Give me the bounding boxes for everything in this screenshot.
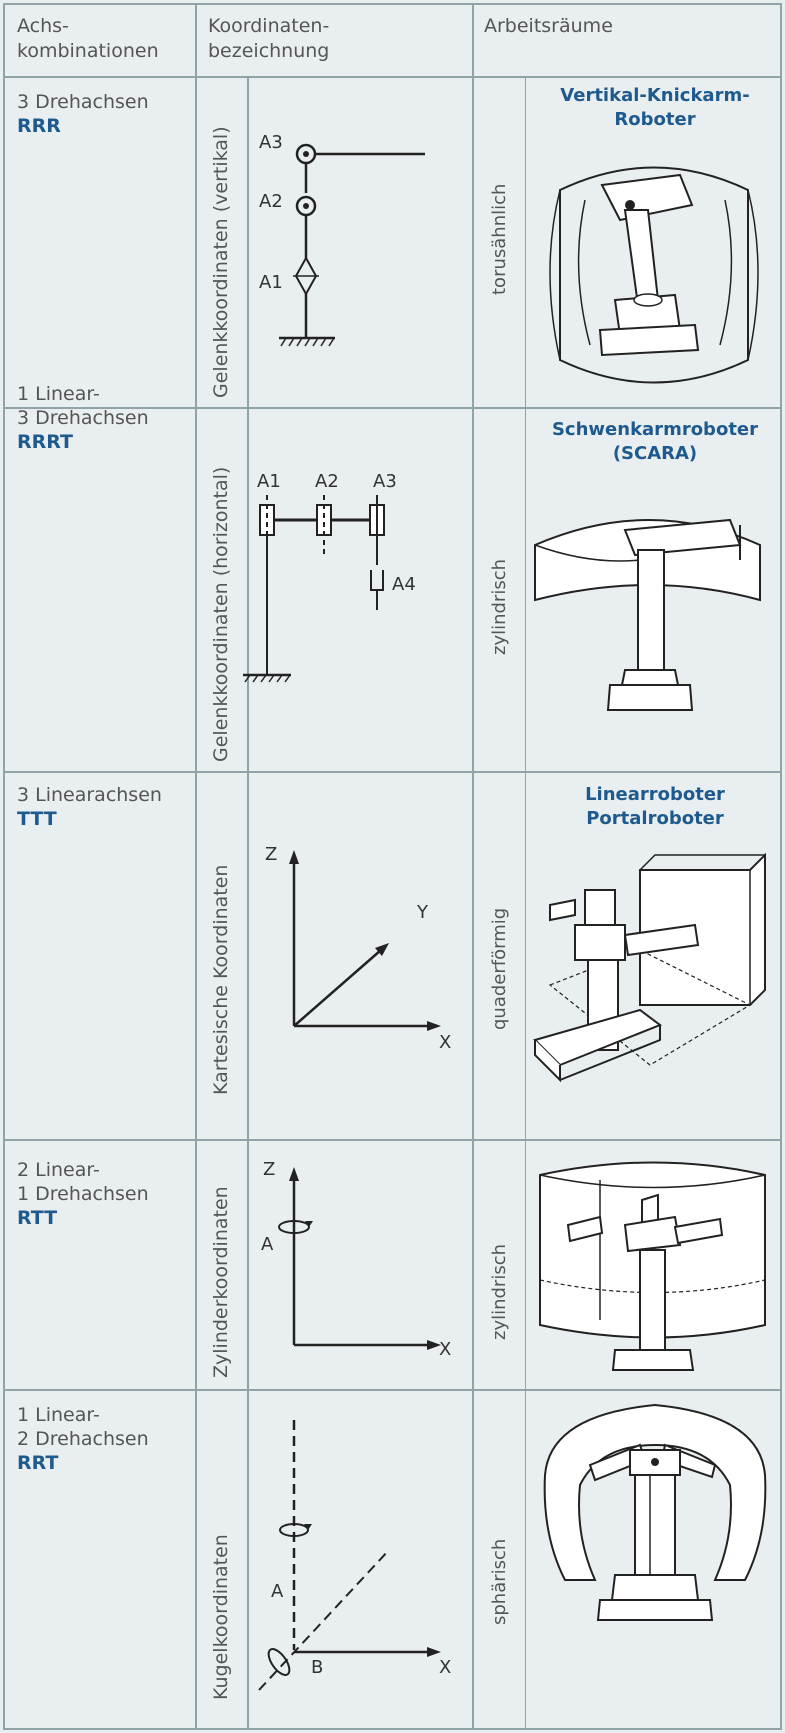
row3-cartesian-diagram: Z Y X [265,844,451,1053]
header-axis-combinations: Achs- kombinationen [17,15,159,62]
robot-joint-icon [651,1458,659,1466]
table-border-top [3,3,782,5]
label-b: B [311,1657,323,1678]
row1-robot-illustration [549,166,759,384]
row4-code: RTT [17,1207,58,1229]
header-coordinate-name: Koordinaten- bezeichnung [208,15,330,62]
row5-workspace-shape: sphärisch [489,1538,510,1625]
row1-axes-text: 3 Drehachsen RRR [17,90,149,138]
row5-coordinate-name: Kugelkoordinaten [210,1534,232,1700]
subcolumn-divider [247,78,249,1730]
row4-axes-line2: 1 Drehachsen [17,1183,149,1205]
row4-robot-illustration [539,1161,766,1371]
row1-axes-line1: 3 Drehachsen [17,91,149,113]
row1-code: RRR [17,115,61,137]
label-x: X [439,1032,451,1053]
row3-robot-title: Linearroboter Portalroboter [585,784,725,829]
row5-axes: 1 Linear- 2 Drehachsen RRT [17,1403,149,1475]
label-y: Y [416,902,429,923]
header-workspaces: Arbeitsräume [484,15,613,37]
row-divider-4 [3,1389,782,1391]
x-arrow-icon [427,1021,441,1031]
label-a1: A1 [259,272,283,293]
label-a: A [261,1234,274,1255]
row3-workspace-shape: quaderförmig [489,907,510,1030]
row2-axes-line1: 1 Linear- [17,383,100,405]
joint-a4-symbol [370,570,384,591]
row2-robot-title: Schwenkarmroboter (SCARA) [551,419,759,464]
table-border-bottom [3,1728,782,1730]
robot-joint-icon [625,200,635,210]
label-a2: A2 [315,471,339,492]
x-arrow-icon [427,1340,441,1350]
row5-robot-illustration [543,1403,767,1621]
row4-axes: 2 Linear- 1 Drehachsen RTT [17,1158,149,1230]
x-arrow-icon [427,1647,441,1657]
z-arrow-icon [289,1167,299,1181]
row5-axes-line1: 1 Linear- [17,1404,100,1426]
z-arrow-icon [289,850,299,864]
label-z: Z [263,1159,275,1180]
column-divider-1 [195,3,197,1730]
row2-coordinate-name: Gelenkkoordinaten (horizontal) [210,466,232,762]
row-divider-2 [3,771,782,773]
row3-code: TTT [17,808,57,830]
row-divider-1 [3,407,782,409]
row4-workspace-shape: zylindrisch [489,1243,510,1340]
row4-cylinder-diagram: Z A X [261,1159,451,1360]
row4-axes-line1: 2 Linear- [17,1159,100,1181]
row2-code: RRRT [17,431,73,453]
label-a2: A2 [259,191,283,212]
row4-coordinate-name: Zylinderkoordinaten [210,1186,232,1378]
table-border-right [780,3,782,1730]
row1-robot-title: Vertikal-Knickarm- Roboter [560,85,750,130]
row2-robot-illustration [534,518,761,711]
label-a3: A3 [259,132,283,153]
rotation-b-icon [267,1648,291,1676]
row2-axes-line2: 3 Drehachsen [17,407,149,429]
row5-sphere-diagram: A B X [258,1420,451,1691]
label-a: A [271,1581,284,1602]
row5-code: RRT [17,1452,59,1474]
table-border-left [3,3,5,1730]
row3-axes-line1: 3 Linearachsen [17,784,162,806]
row-divider-3 [3,1139,782,1141]
row2-workspace-shape: zylindrisch [489,558,510,655]
label-a1: A1 [257,471,281,492]
header-divider [3,76,782,78]
row1-workspace-shape: torusähnlich [489,183,510,295]
row5-axes-line2: 2 Drehachsen [17,1428,149,1450]
row3-coordinate-name: Kartesische Koordinaten [210,864,232,1095]
label-a3: A3 [373,471,397,492]
y-arrow-icon [375,943,389,956]
row1-joint-diagram: A3 A2 A1 [259,132,425,347]
row3-axes: 3 Linearachsen TTT [17,783,162,831]
subcolumn-divider-shape [525,78,526,1730]
column-divider-2 [472,3,474,1730]
label-z: Z [265,844,277,865]
label-x: X [439,1339,451,1360]
row2-axes: 1 Linear- 3 Drehachsen RRRT [17,382,149,454]
row1-coordinate-name: Gelenkkoordinaten (vertikal) [210,126,232,398]
row2-joint-diagram: A1 A2 A3 A4 [243,471,416,683]
row3-robot-illustration [533,852,766,1083]
label-a4: A4 [392,574,416,595]
joint-a2-symbol [316,504,332,536]
joint-a1-symbol [259,504,275,536]
label-x: X [439,1657,451,1678]
